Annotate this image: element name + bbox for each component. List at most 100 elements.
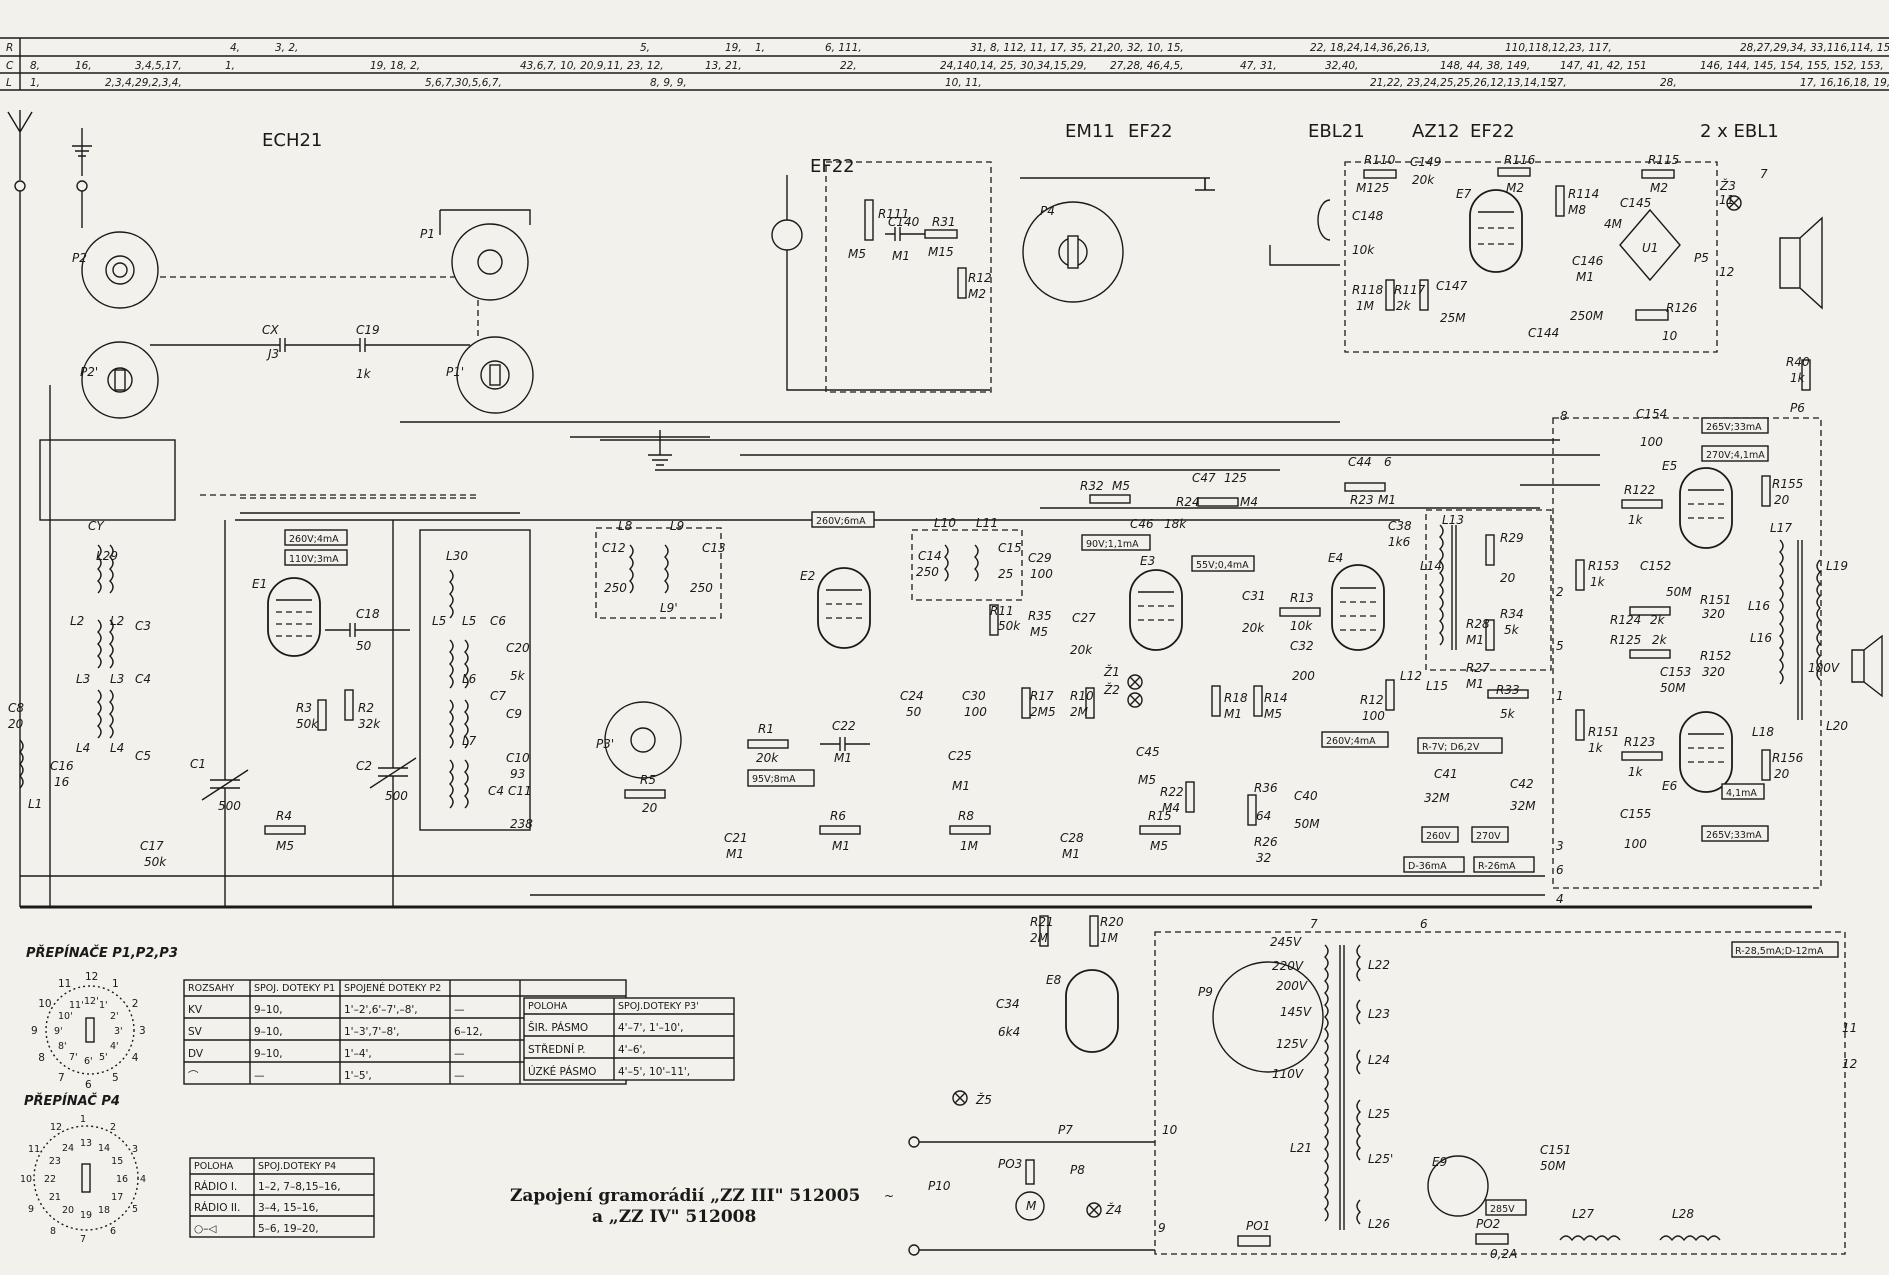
label-C8: C8 [8,701,24,715]
label-C7: C7 [490,689,506,703]
label-R125-value: 2k [1652,633,1668,647]
index-C-entry: 24,140,14, 25, 30,34,15,29, [940,60,1087,72]
tube-heading-ef22-a: EF22 [810,156,855,177]
index-row-L: L [6,77,12,89]
label-R24-value: M4 [1240,495,1258,509]
label-C151: C151 [1540,1143,1571,1157]
index-C-entry: 27,28, 46,4,5, [1110,60,1183,72]
label-R3-value: 50k [296,717,319,731]
label-R33-value: 5k [1500,707,1516,721]
label-C12-value: 250 [604,581,627,595]
label-R20: R20 [1100,915,1124,929]
label-C1-value: 500 [218,799,241,813]
label-C147-value: 25M [1440,311,1466,325]
label-R116-value: M2 [1506,181,1524,195]
label-R151-value: 1k [1588,741,1604,755]
label-CY: CY [88,519,105,533]
label-R13-value: 10k [1290,619,1313,633]
label-P2p: P2' [80,365,98,379]
label-E3: E3 [1140,554,1155,568]
diagram-title-line1: Zapojení gramorádií „ZZ III" 512005 [510,1186,860,1206]
table-cell: 9–10, [254,1004,283,1016]
label-n9: 9 [1158,1221,1166,1235]
index-R-entry: 5, [640,42,650,54]
label-C13-value: 250 [690,581,713,595]
label-C40-value: 50M [1294,817,1320,831]
if-transformer-L8-L9: L8 L9 C12 250 C13 250 L9' [595,519,726,619]
label-C44: C44 [1348,455,1372,469]
label-R122: R122 [1624,483,1655,497]
label-C40: C40 [1294,789,1318,803]
detector-parts: R11 50k C29 100 R35 M5 C27 20k C30 100 R… [948,551,1096,861]
label-C17-value: 50k [144,855,167,869]
label-R17-value: 2M5 [1030,705,1056,719]
label-PO2-value: 0,2A [1490,1247,1517,1261]
label-R27: R27 [1466,661,1490,675]
label-C154: C154 [1636,407,1667,421]
label-R12b: R12 [968,271,992,285]
table-cell: 4'–6', [618,1044,646,1056]
label-R15: R15 [1148,809,1172,823]
label-C45: C45 [1136,745,1160,759]
label-L2b: L2 [110,614,124,628]
label-R2-value: 32k [358,717,381,731]
index-R-entry: 19, [725,42,742,54]
label-R156-value: 20 [1774,767,1790,781]
label-n12-top: 12 [1719,265,1734,279]
index-C-entry: 43,6,7, 10, 20,9,11, 23, 12, [520,60,664,72]
p123-outer-pin: 1 [112,978,119,990]
ground-symbols [648,178,1206,466]
label-R151a: R151 [1700,593,1731,607]
label-R111-value: M5 [848,247,866,261]
index-R-entries: 4,3, 2,5,19,1,6, 111,31, 8, 112, 11, 17,… [230,42,1889,54]
push-pull-stage: E5 E6 265V;33mA 270V;4,1mA 4,1mA 265V;33… [1552,407,1883,906]
p123-inner-pin: 4' [110,1041,119,1052]
p4-pin: 10 [20,1174,32,1185]
label-C17: C17 [140,839,164,853]
label-E6: E6 [1662,779,1678,793]
label-R35-value: M5 [1030,625,1048,639]
label-n11-top: 11 [1719,193,1734,207]
table-cell: 4'–5', 10'–11', [618,1066,690,1078]
index-L-entry: 8, 9, 9, [650,77,687,89]
label-C47: C47 [1192,471,1216,485]
label-PO3: PO3 [998,1157,1022,1171]
label-C148: C148 [1352,209,1384,223]
label-E8: E8 [1046,973,1062,987]
audio-parts: R32 M5 C47 125 R24 M4 C46 18k C44 6 R23 … [1080,455,1396,865]
label-C25-value: M1 [952,779,970,793]
table-cell: 9–10, [254,1048,283,1060]
p4-pin: 7 [80,1234,86,1245]
label-C29: C29 [1028,551,1052,565]
label-n7: 7 [1310,917,1318,931]
label-C144-value: 250M [1570,309,1604,323]
label-R153-value: 1k [1590,575,1606,589]
tube-E4: E4 260V;4mA R12 100 C38 1k6 L12 [1321,519,1422,748]
label-R122-value: 1k [1628,513,1644,527]
power-rails [19,385,1812,909]
label-R29-value: 20 [1500,571,1516,585]
label-C151-value: 50M [1540,1159,1566,1173]
table-cell: — [254,1070,265,1082]
label-C6: C6 [490,614,506,628]
voltage-r26m: R-26mA [1478,861,1516,872]
index-L-entry: 17, 16,16,18, 19,20, [1800,77,1889,89]
label-L5: L5 [462,614,476,628]
label-C34: C34 [996,997,1020,1011]
p4-pin: 11 [28,1144,40,1155]
index-R-entry: 6, 111, [825,42,862,54]
label-C14: C14 [918,549,942,563]
E1-resistors: R3 50k R2 32k C18 50 R4 M5 [264,607,410,853]
label-n3: 3 [1556,839,1564,853]
label-L17: L17 [1770,521,1792,535]
label-R126: R126 [1666,301,1698,315]
table-cell: 9–10, [254,1026,283,1038]
label-R12b-value: M2 [968,287,986,301]
label-R36-value: 64 [1256,809,1271,823]
label-L27: L27 [1572,1207,1594,1221]
tube-E2: E2 260V;6mA [800,511,875,649]
label-C47-value: 125 [1224,471,1247,485]
label-t245: 245V [1270,935,1302,949]
voltage-e2: 260V;6mA [816,516,866,527]
diagram-title-line2: a „ZZ IV" 512008 [592,1207,756,1227]
